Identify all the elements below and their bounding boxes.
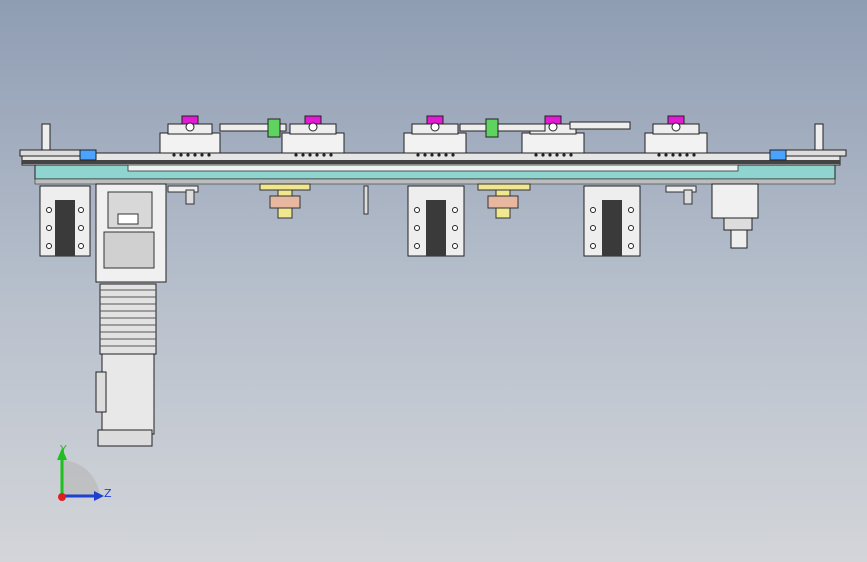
underside-brackets (39, 185, 641, 257)
drive-motor (95, 183, 167, 447)
underside-bracket (583, 185, 641, 257)
fixture-carrier (521, 115, 585, 157)
underside-bracket (39, 185, 91, 257)
z-axis-label: Z (104, 487, 112, 500)
small-pins (167, 185, 697, 215)
right-gearbox (711, 183, 759, 249)
fixture-carrier (644, 115, 708, 157)
conveyor-rail (21, 152, 841, 185)
fixture-carriers (159, 115, 708, 157)
fixture-carrier (403, 115, 467, 157)
coordinate-triad (57, 448, 104, 501)
underside-bracket (407, 185, 465, 257)
right-end-post (769, 123, 847, 161)
green-marker (485, 118, 499, 138)
fixture-carrier (281, 115, 345, 157)
origin-point (58, 493, 66, 501)
connecting-bars (219, 118, 631, 138)
y-axis-label: Y (60, 443, 67, 456)
fixture-carrier (159, 115, 221, 157)
yellow-clamp-2 (477, 183, 531, 219)
yellow-clamp-1 (259, 183, 311, 219)
green-marker (267, 118, 281, 138)
left-end-post (19, 123, 97, 161)
